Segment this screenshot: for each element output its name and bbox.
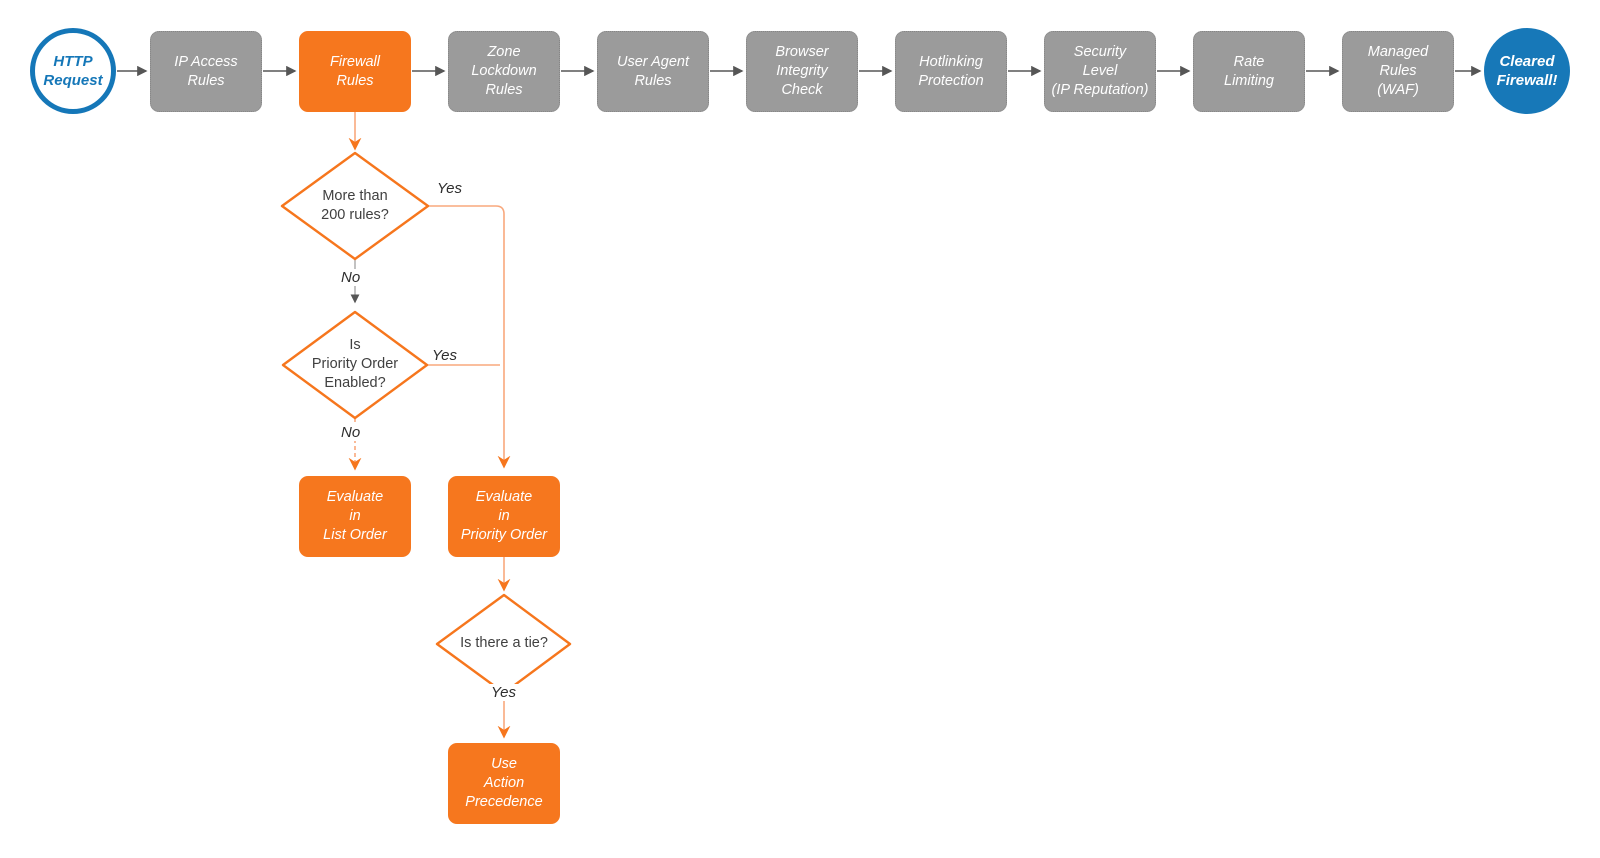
node-security-level: Security Level (IP Reputation) — [1044, 31, 1156, 112]
node-label: Security Level (IP Reputation) — [1051, 44, 1149, 98]
node-http-request: HTTP Request — [30, 28, 116, 114]
decision-label-rules-count: More than 200 rules? — [321, 188, 389, 224]
node-label: Cleared Firewall! — [1496, 52, 1558, 90]
node-zone-lockdown-rules: Zone Lockdown Rules — [448, 31, 560, 112]
node-label: HTTP Request — [43, 52, 103, 90]
edge-label-no-2: No — [337, 424, 365, 441]
node-firewall-rules: Firewall Rules — [299, 31, 411, 112]
node-managed-rules-waf: Managed Rules (WAF) — [1342, 31, 1454, 112]
decision-diamond-priority-enabled — [281, 310, 429, 420]
node-label: Evaluate in Priority Order — [460, 489, 548, 543]
node-label: Use Action Precedence — [465, 756, 543, 810]
decision-label-priority-enabled: Is Priority Order Enabled? — [311, 337, 399, 392]
node-use-action-precedence: Use Action Precedence — [448, 743, 560, 824]
node-label: Evaluate in List Order — [323, 489, 387, 543]
node-evaluate-priority-order: Evaluate in Priority Order — [448, 476, 560, 557]
decision-label-tie: Is there a tie? — [460, 635, 548, 651]
node-label: Rate Limiting — [1224, 53, 1274, 89]
node-cleared-firewall: Cleared Firewall! — [1484, 28, 1570, 114]
node-browser-integrity-check: Browser Integrity Check — [746, 31, 858, 112]
node-user-agent-rules: User Agent Rules — [597, 31, 709, 112]
node-label: Browser Integrity Check — [775, 44, 829, 98]
node-label: Zone Lockdown Rules — [471, 44, 537, 98]
decision-diamond-rules-count — [280, 151, 430, 261]
edge-label-yes-3: Yes — [487, 684, 521, 701]
node-label: IP Access Rules — [174, 53, 238, 89]
node-label: User Agent Rules — [617, 53, 689, 89]
node-label: Hotlinking Protection — [918, 53, 984, 89]
node-rate-limiting: Rate Limiting — [1193, 31, 1305, 112]
edge-label-no-1: No — [337, 269, 365, 286]
node-evaluate-list-order: Evaluate in List Order — [299, 476, 411, 557]
node-hotlinking-protection: Hotlinking Protection — [895, 31, 1007, 112]
node-label: Firewall Rules — [330, 53, 380, 89]
node-ip-access-rules: IP Access Rules — [150, 31, 262, 112]
node-label: Managed Rules (WAF) — [1367, 44, 1429, 98]
edge-label-yes-2: Yes — [428, 347, 462, 364]
connector-yes1-to-priority-order — [428, 205, 511, 469]
edge-label-yes-1: Yes — [433, 180, 467, 197]
